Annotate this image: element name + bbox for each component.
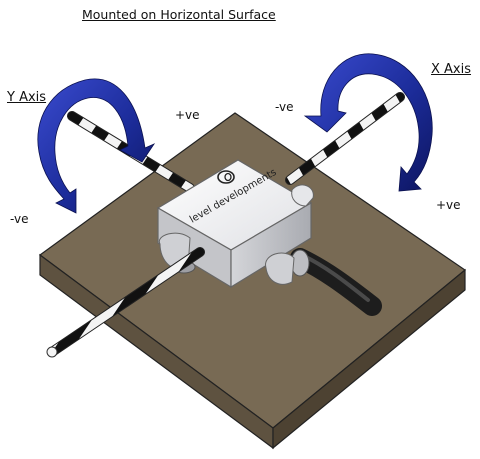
diagram-title: Mounted on Horizontal Surface [82, 7, 276, 22]
base-plate [38, 112, 466, 450]
x-axis-rod [285, 92, 405, 185]
brand-logo-icon [217, 170, 235, 184]
y-axis-positive-label: +ve [175, 108, 200, 122]
x-axis-negative-label: -ve [275, 100, 294, 114]
y-axis-rod-front [46, 247, 205, 358]
y-axis-negative-label: -ve [10, 212, 29, 226]
cable [290, 248, 382, 316]
x-axis-rotation-arrow [303, 53, 433, 192]
y-axis-rotation-arrow [37, 78, 156, 214]
y-axis-label: Y Axis [7, 90, 47, 105]
x-axis-positive-label: +ve [436, 198, 461, 212]
x-axis-label: X Axis [431, 62, 472, 77]
